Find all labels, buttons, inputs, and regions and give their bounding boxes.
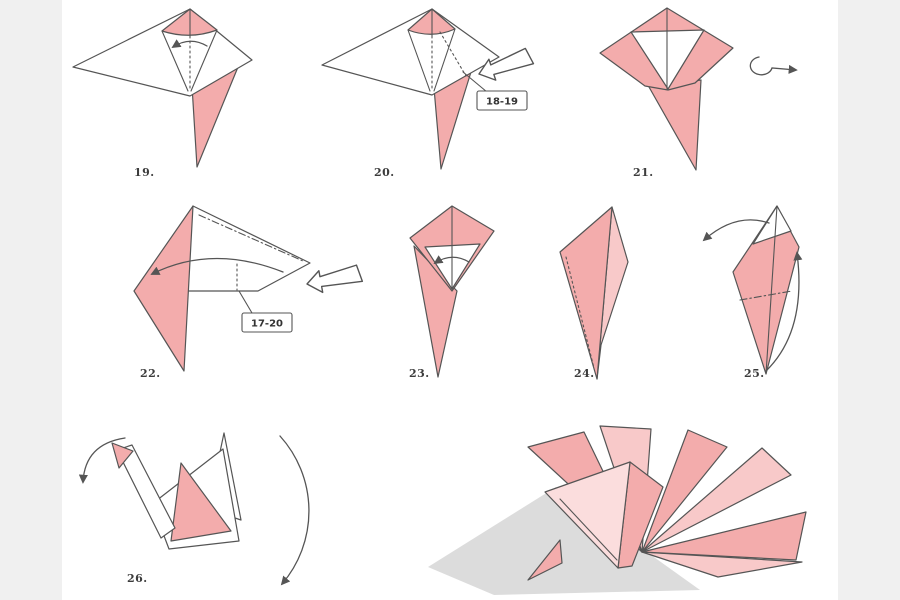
step-22-figure: 17-20 22. bbox=[133, 205, 364, 380]
paper-head bbox=[111, 442, 134, 469]
reference-label: 18-19 bbox=[486, 97, 518, 108]
push-arrow-icon bbox=[478, 47, 535, 81]
pull-direction-arrow-icon bbox=[765, 251, 803, 372]
paper-top-facet bbox=[752, 205, 792, 245]
paper-neck bbox=[116, 444, 176, 539]
fold-dashdot-line bbox=[198, 214, 304, 262]
crease-line bbox=[190, 29, 218, 92]
wing-crease-line bbox=[559, 498, 618, 561]
step-25-figure: 25. bbox=[702, 205, 803, 380]
turn-over-arrow-icon bbox=[749, 56, 798, 76]
head-neck bbox=[527, 539, 563, 581]
step-number-label: 22. bbox=[140, 367, 161, 380]
step-23-figure: 23. bbox=[409, 205, 495, 380]
step-number-label: 20. bbox=[374, 166, 395, 179]
paper-wing-flap bbox=[170, 462, 232, 542]
step-number-label: 19. bbox=[134, 166, 155, 179]
center-crease-line bbox=[765, 205, 778, 375]
reference-label: 17-20 bbox=[251, 319, 283, 330]
annotation-leader-line bbox=[238, 290, 253, 314]
fold-direction-arrow-icon bbox=[171, 39, 208, 48]
right-margin-strip bbox=[838, 0, 900, 600]
finished-model-figure bbox=[428, 425, 807, 595]
crease-line bbox=[161, 30, 189, 92]
step-number-label: 25. bbox=[744, 367, 765, 380]
tail-feather bbox=[641, 447, 792, 553]
step-number-label: 24. bbox=[574, 367, 595, 380]
fold-direction-arrow-icon bbox=[433, 255, 470, 264]
crease-line bbox=[433, 28, 456, 92]
rotate-sweep-arrow-icon bbox=[279, 435, 310, 586]
step-number-label: 23. bbox=[409, 367, 430, 380]
body-wing bbox=[544, 461, 631, 569]
paper-front-flap bbox=[133, 205, 194, 372]
step-21-figure: 21. bbox=[599, 7, 798, 179]
fold-dotted-line bbox=[565, 256, 595, 369]
fold-direction-arrow-icon bbox=[702, 219, 770, 242]
paper-blade bbox=[559, 206, 613, 380]
step-26-figure: 26. bbox=[78, 432, 310, 586]
step-number-label: 21. bbox=[633, 166, 654, 179]
pull-head-arrow-icon bbox=[78, 437, 126, 484]
tail-feather bbox=[641, 551, 803, 578]
tail-feather bbox=[641, 429, 728, 553]
tail-feather bbox=[641, 511, 807, 561]
step-24-figure: 24. bbox=[559, 206, 629, 380]
annotation-leader-line bbox=[462, 71, 488, 93]
step-19-figure: 19. bbox=[72, 8, 253, 179]
crease-line bbox=[407, 29, 431, 92]
model-shadow bbox=[428, 487, 700, 595]
step-number-label: 26. bbox=[127, 572, 148, 585]
left-margin-strip bbox=[0, 0, 62, 600]
reference-label-box bbox=[241, 312, 293, 333]
step-20-figure: 18-19 20. bbox=[321, 8, 535, 179]
fold-dotted-line bbox=[439, 31, 467, 77]
fold-dashdot-line bbox=[739, 290, 793, 301]
paper-kite-body bbox=[321, 8, 500, 96]
fold-direction-arrow-icon bbox=[150, 257, 284, 275]
reference-label-box bbox=[476, 90, 528, 111]
push-arrow-icon bbox=[306, 264, 364, 294]
paper-leg-flap bbox=[648, 79, 702, 171]
